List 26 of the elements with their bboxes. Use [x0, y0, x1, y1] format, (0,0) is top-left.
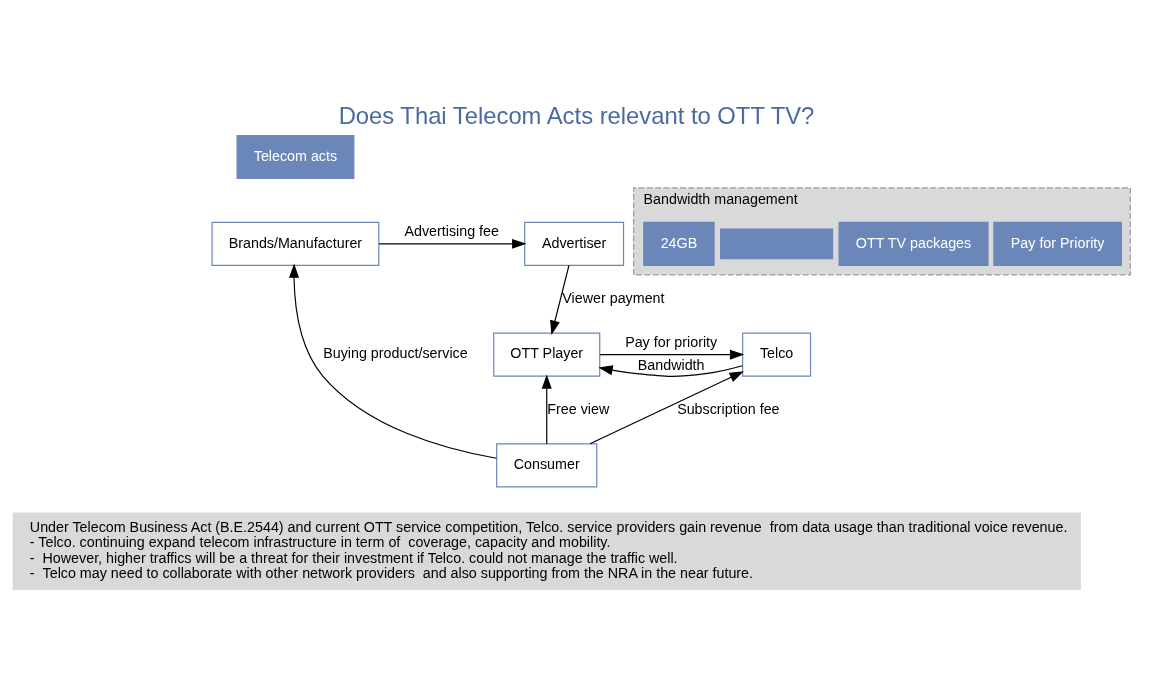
node-box: Pay for Priority: [993, 221, 1122, 266]
edge-label: Viewer payment: [562, 289, 665, 306]
edge-label: Bandwidth: [637, 356, 705, 373]
edge-label: Buying product/service: [323, 344, 468, 361]
arrow: [599, 349, 745, 360]
edge-label: Subscription fee: [677, 400, 780, 417]
node-box: OTT TV packages: [838, 221, 989, 266]
edge-label: Pay for priority: [625, 333, 718, 350]
arrow: [589, 370, 744, 444]
node-box: OTT Player: [493, 332, 601, 377]
edge-label: Free view: [547, 400, 610, 417]
node-box: Advertiser: [524, 221, 625, 266]
node-box: 24GB: [643, 221, 715, 266]
node-box: Telco: [742, 332, 812, 377]
arrow: [289, 263, 498, 459]
node-box: Brands/Manufacturer: [211, 221, 380, 266]
arrow: [598, 364, 743, 377]
node-box: Under Telecom Business Act (B.E.2544) and current OTT service competition, Telco. service providers gain revenue from data usage than traditional voice revenue. - Telco. continuing expand telecom infrastructure in term of coverage, capacity and mobility. - However, higher traffics will be a threat for their investment if Telco. could not manage the traffic well. - Telco may need to collaborate with other network providers and also supporting from the NRA in the near future.: [12, 511, 1081, 590]
node-box: [720, 227, 834, 259]
edge-label: Advertising fee: [404, 222, 499, 239]
node-box: Telecom acts: [236, 134, 355, 179]
diagram-title: Does Thai Telecom Acts relevant to OTT TV?: [338, 101, 815, 129]
arrow: [541, 373, 552, 444]
arrow: [378, 238, 527, 249]
arrow: [550, 264, 570, 335]
node-box: Consumer: [496, 442, 598, 487]
